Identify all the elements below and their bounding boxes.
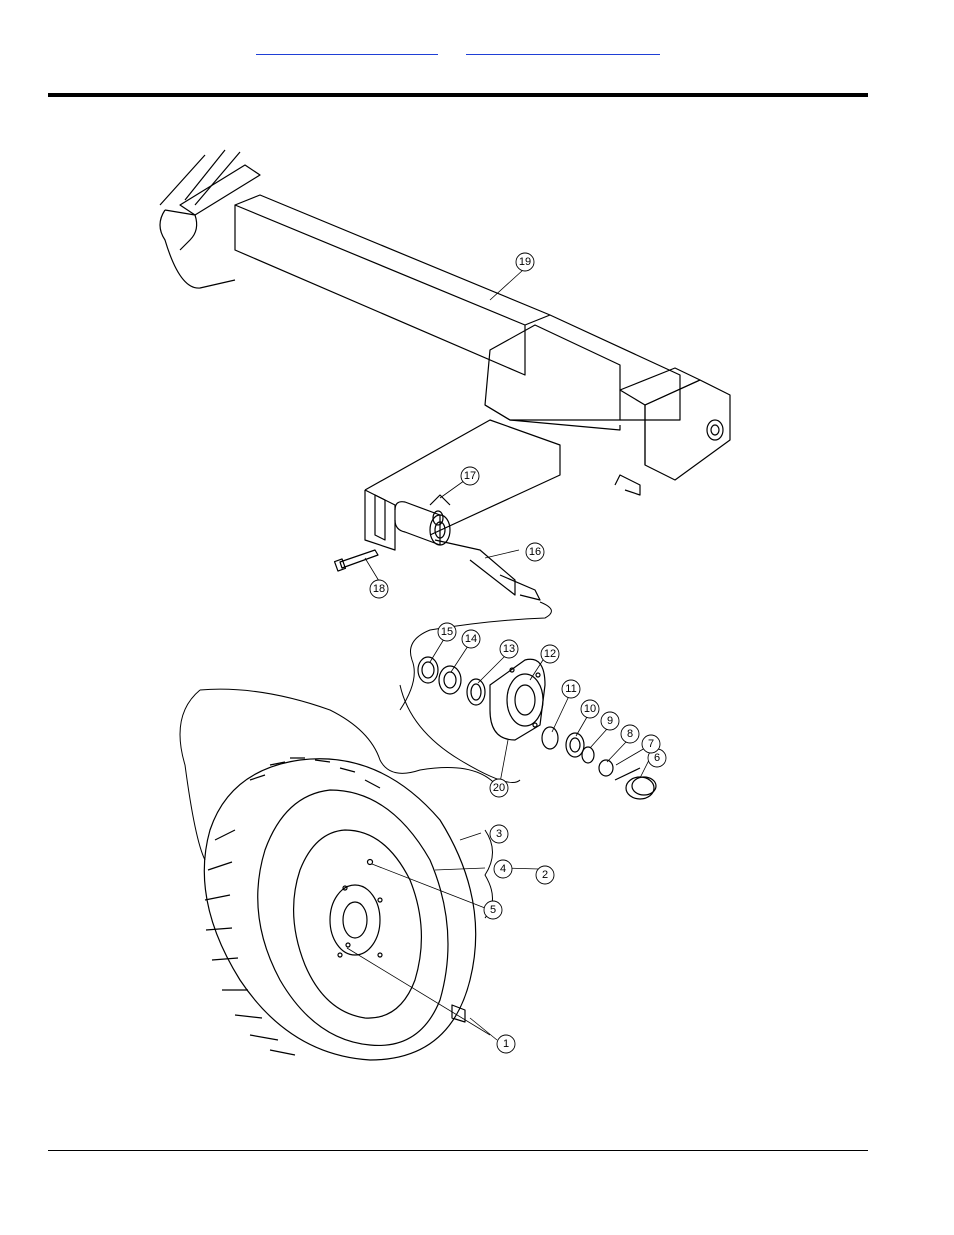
header-link-1[interactable]: [256, 40, 438, 55]
callout-6-label: 6: [654, 752, 660, 764]
callout-1-label: 1: [503, 1038, 509, 1050]
callout-13-label: 13: [503, 643, 515, 655]
hub-parts: [418, 657, 656, 799]
callout-17-label: 17: [464, 470, 476, 482]
callout-19-label: 19: [519, 256, 531, 268]
callout-4-label: 4: [500, 863, 506, 875]
callout-14-label: 14: [465, 633, 477, 645]
callouts: [370, 253, 666, 1053]
callout-7-label: 7: [648, 738, 654, 750]
callout-5-label: 5: [490, 904, 496, 916]
lug-bolt-1: [347, 948, 490, 1035]
callout-16-label: 16: [529, 546, 541, 558]
spindle-assembly: [395, 495, 540, 600]
callout-11-label: 11: [565, 683, 576, 695]
top-rule: [48, 93, 868, 97]
header-link-2[interactable]: [466, 40, 660, 55]
callout-12-label: 12: [544, 648, 556, 660]
tire-wheel: [204, 758, 475, 1060]
callout-3-label: 3: [496, 828, 502, 840]
callout-10-label: 10: [584, 703, 596, 715]
callout-20-label: 20: [493, 782, 505, 794]
callout-18-label: 18: [373, 583, 385, 595]
callout-8-label: 8: [627, 728, 633, 740]
callout-15-label: 15: [441, 626, 453, 638]
callout-2-label: 2: [542, 869, 548, 881]
callout-9-label: 9: [607, 715, 613, 727]
parts-diagram: 1 2 3 4 5 6 7 8 9 10 11 12 13 14 15 16 1…: [140, 140, 740, 1080]
bottom-rule: [48, 1150, 868, 1151]
frame-beam: [160, 150, 730, 550]
